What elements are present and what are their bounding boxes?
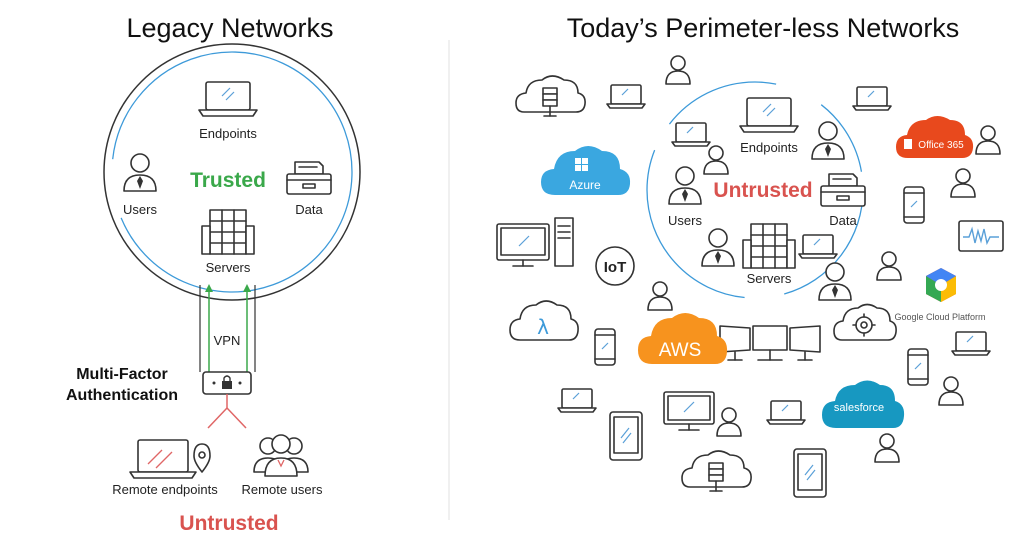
laptop-icon	[951, 331, 991, 356]
cloud-gear-icon	[833, 303, 897, 341]
user-icon	[876, 251, 902, 281]
user-icon	[950, 168, 976, 198]
salesforce-label: salesforce	[834, 402, 884, 414]
monitoring-screen-icon	[958, 220, 1004, 252]
perimeterless-users-label: Users	[668, 213, 702, 228]
user-icon	[874, 433, 900, 463]
trusted-perimeter-circle	[103, 43, 361, 301]
perimeterless-endpoints-icon	[739, 97, 799, 133]
user-icon	[716, 407, 742, 437]
mfa-label-line1: Multi-Factor	[76, 366, 168, 383]
phone-icon	[594, 328, 616, 366]
remote-users-label: Remote users	[242, 482, 323, 497]
phone-icon	[903, 186, 925, 224]
azure-label: Azure	[569, 178, 601, 192]
perimeterless-data-label: Data	[829, 213, 857, 228]
user-icon	[647, 281, 673, 311]
user-icon	[703, 145, 729, 175]
triple-monitor-icon	[719, 325, 821, 361]
aws-label: AWS	[659, 340, 702, 361]
office-365-label: Office 365	[918, 140, 964, 151]
aws-logo: AWS	[638, 313, 728, 364]
endpoints-laptop-icon	[198, 81, 258, 117]
iot-icon: IoT	[595, 246, 635, 286]
laptop-icon	[606, 84, 646, 109]
azure-logo: Azure	[541, 146, 631, 195]
perimeterless-title: Today’s Perimeter-less Networks	[567, 13, 960, 43]
monitor-icon	[663, 391, 715, 431]
user-tie-icon	[701, 228, 735, 267]
legacy-users-label: Users	[123, 202, 157, 217]
tablet-icon	[609, 411, 643, 461]
users-icon	[123, 153, 157, 192]
cloud-server-icon	[681, 450, 752, 492]
remote-users-icon	[253, 434, 309, 477]
lambda-label: λ	[537, 315, 549, 339]
remote-connections	[207, 394, 247, 429]
mfa-lock-icon	[202, 371, 252, 395]
legacy-data-label: Data	[295, 202, 323, 217]
cloud-server-icon	[515, 75, 586, 117]
user-icon	[665, 55, 691, 85]
legacy-title: Legacy Networks	[126, 13, 333, 43]
perimeterless-users-icon	[668, 166, 702, 205]
servers-icon	[201, 209, 255, 255]
laptop-icon	[852, 86, 892, 111]
remote-endpoint-icon	[129, 439, 211, 479]
legacy-endpoints-label: Endpoints	[199, 126, 257, 141]
office-365-logo: Office 365	[896, 116, 974, 158]
salesforce-logo: salesforce	[822, 380, 905, 428]
lambda-cloud-icon: λ	[509, 300, 579, 341]
trusted-label: Trusted	[190, 169, 266, 192]
perimeterless-servers-label: Servers	[747, 271, 792, 286]
laptop-icon	[798, 234, 838, 259]
perimeterless-endpoints-label: Endpoints	[740, 140, 798, 155]
perimeterless-untrusted-label: Untrusted	[713, 179, 812, 202]
phone-icon	[907, 348, 929, 386]
vpn-tunnel	[199, 284, 256, 372]
laptop-icon	[766, 400, 806, 425]
user-icon	[975, 125, 1001, 155]
gcp-label: Google Cloud Platform	[894, 312, 985, 322]
legacy-untrusted-label: Untrusted	[179, 512, 278, 535]
remote-endpoints-label: Remote endpoints	[112, 482, 218, 497]
tablet-icon	[793, 448, 827, 498]
iot-label: IoT	[604, 259, 627, 276]
google-cloud-logo: Google Cloud Platform	[894, 268, 986, 322]
user-icon	[938, 376, 964, 406]
user-tie-icon	[811, 121, 845, 160]
trusted-inner-ring	[111, 51, 353, 293]
mfa-label-line2: Authentication	[66, 387, 178, 404]
data-drawer-icon	[286, 161, 332, 195]
laptop-icon	[671, 122, 711, 147]
perimeterless-servers-icon	[742, 223, 796, 269]
laptop-icon	[557, 388, 597, 413]
perimeterless-data-icon	[820, 173, 866, 207]
legacy-servers-label: Servers	[206, 260, 251, 275]
desktop-computer-icon	[496, 217, 574, 267]
user-tie-icon	[818, 262, 852, 301]
vpn-label: VPN	[214, 333, 241, 348]
